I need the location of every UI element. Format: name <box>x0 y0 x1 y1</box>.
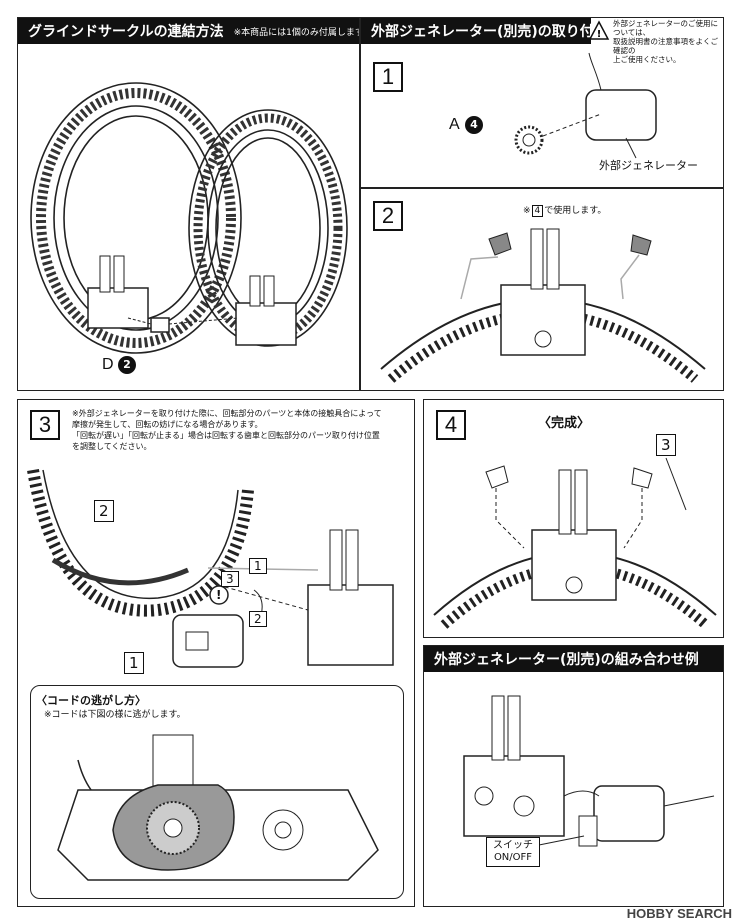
cord-routing-frame <box>30 685 404 899</box>
panel-generator: 外部ジェネレーター(別売)の取り付け 外部ジェネレーターのご使用については、 取… <box>360 17 724 188</box>
panel-combination: 外部ジェネレーター(別売)の組み合わせ例 スイッチ ON/OFF <box>423 645 724 907</box>
step-3-callout-3: 3 <box>221 571 239 587</box>
panel-connection-subtitle: ※本商品には1個のみ付属します。 <box>233 27 360 38</box>
panel-connection: グラインドサークルの連結方法 ※本商品には1個のみ付属します。 D 2 <box>17 17 360 391</box>
switch-label: スイッチ ON/OFF <box>486 837 540 867</box>
panel-step-2: 2 ※ 4 で使用します。 <box>360 188 724 391</box>
combination-illustration <box>463 695 715 847</box>
panel-generator-title: 外部ジェネレーター(別売)の取り付け <box>371 24 608 40</box>
generator-warning-line2: 取扱説明書の注意事項をよくご確認の <box>613 37 718 55</box>
step-1-illustration <box>514 52 657 159</box>
panel-connection-title: グラインドサークルの連結方法 <box>28 24 224 40</box>
step-3-illustration <box>27 469 394 881</box>
generator-label: 外部ジェネレーター <box>599 159 698 172</box>
step-3-warning-mark: ! <box>216 588 222 602</box>
watermark: HOBBY SEARCH <box>626 906 732 921</box>
step-3-note-line4: を調整してください。 <box>72 442 152 451</box>
step-2-note-prefix: ※ <box>523 206 531 216</box>
step-3-callout-1: 1 <box>249 558 267 574</box>
panel-connection-header: グラインドサークルの連結方法 ※本商品には1個のみ付属します。 <box>18 18 359 44</box>
part-d-label: D <box>102 356 114 373</box>
step-4-number: 4 <box>436 410 466 440</box>
step-2-note: ※ 4 で使用します。 <box>523 205 606 217</box>
cord-routing-title: 〈コードの逃がし方〉 <box>36 694 146 707</box>
panel-combination-title: 外部ジェネレーター(別売)の組み合わせ例 <box>434 652 699 668</box>
panel-step-3: 3 ※外部ジェネレーターを取り付けた際に、回転部分のパーツと本体の接触具合によっ… <box>17 399 415 907</box>
step-3-note-line1: ※外部ジェネレーターを取り付けた際に、回転部分のパーツと本体の接触具合によって <box>72 409 382 418</box>
step-2-note-box: 4 <box>531 205 544 217</box>
step-4-callout-3: 3 <box>656 434 676 456</box>
step-2-illustration <box>380 228 706 383</box>
panel-combination-header: 外部ジェネレーター(別売)の組み合わせ例 <box>424 646 723 672</box>
warning-triangle-icon: ! <box>589 20 610 40</box>
generator-warning: 外部ジェネレーターのご使用については、 取扱説明書の注意事項をよくご確認の 上ご… <box>591 18 723 64</box>
step-3-callout-2: 2 <box>94 500 114 522</box>
part-a-number-badge: 4 <box>465 116 483 134</box>
switch-label-line1: スイッチ <box>493 840 533 851</box>
part-a-label: A <box>449 116 460 133</box>
part-d-number-badge: 2 <box>118 356 136 374</box>
svg-text:!: ! <box>597 29 602 40</box>
step-2-number: 2 <box>373 201 403 231</box>
step-2-note-suffix: で使用します。 <box>544 206 607 216</box>
step-3-callout-2b: 2 <box>249 611 267 627</box>
step-3-note-line2: 摩擦が発生して、回転の妨げになる場合があります。 <box>72 420 263 429</box>
step-4-title: 〈完成〉 <box>538 416 591 431</box>
step-3-note-line3: 「回転が遅い」「回転が止まる」場合は回転する歯車と回転部分のパーツ取り付け位置 <box>72 431 380 440</box>
grind-circle-illustration <box>30 82 348 354</box>
switch-label-line2: ON/OFF <box>493 852 533 863</box>
cord-routing-note: ※コードは下図の様に逃がします。 <box>44 710 186 720</box>
step-3-number: 3 <box>30 410 60 440</box>
generator-warning-line1: 外部ジェネレーターのご使用については、 <box>613 19 718 37</box>
panel-step-4: 4 〈完成〉 3 <box>423 399 724 638</box>
step-3-note: ※外部ジェネレーターを取り付けた際に、回転部分のパーツと本体の接触具合によって … <box>72 408 412 452</box>
step-1-number: 1 <box>373 62 403 92</box>
step-4-illustration <box>433 457 717 629</box>
step-3-callout-1b: 1 <box>124 652 144 674</box>
generator-warning-line3: 上ご使用ください。 <box>613 55 681 64</box>
